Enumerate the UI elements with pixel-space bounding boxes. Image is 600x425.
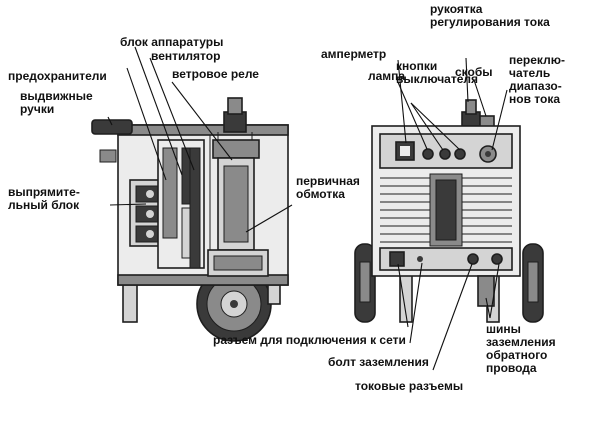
- label-mains-socket: разъем для подключения к сети: [213, 333, 406, 347]
- fan: [189, 147, 201, 269]
- welder-front-illustration: [354, 99, 544, 323]
- ventilation-grille: [380, 173, 512, 247]
- sliding-handle: [91, 119, 133, 135]
- current-socket-2: [491, 253, 503, 265]
- front-leg: [122, 281, 138, 323]
- label-apparatus-block: блок аппаратуры: [120, 35, 223, 49]
- lamp: [422, 148, 434, 160]
- label-ammeter: амперметр: [321, 47, 386, 61]
- label-rectifier-block: выпрямите-льный блок: [8, 185, 80, 212]
- switch-button-1: [439, 148, 451, 160]
- current-socket-1: [467, 253, 479, 265]
- switch-button-2: [454, 148, 466, 160]
- label-grounding-bolt: болт заземления: [328, 355, 429, 369]
- label-current-sockets: токовые разъемы: [355, 379, 463, 393]
- transformer: [207, 97, 269, 277]
- label-wind-relay: ветровое реле: [172, 67, 259, 81]
- label-fuses: предохранители: [8, 69, 107, 83]
- leader-lines: [107, 46, 508, 371]
- right-wheels: [354, 243, 544, 323]
- grounding-bars: [477, 275, 495, 307]
- label-lamp: лампа: [368, 69, 405, 83]
- mains-socket: [389, 251, 405, 267]
- welder-interior-illustration: [91, 97, 289, 342]
- grounding-bolt: [417, 256, 423, 262]
- label-fan: вентилятор: [151, 49, 220, 63]
- labels: блок аппаратуры вентилятор предохранител…: [8, 2, 565, 393]
- connector-panel: [379, 247, 513, 271]
- label-brackets: скобы: [455, 65, 493, 79]
